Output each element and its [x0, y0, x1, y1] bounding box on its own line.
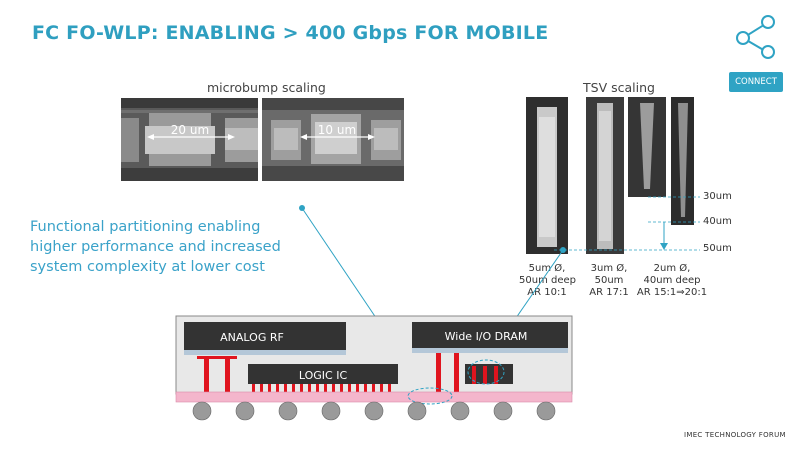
- tsv-depth-40um: 40um: [703, 216, 732, 227]
- logic-ic-label: LOGIC IC: [299, 369, 348, 382]
- tsv-depth-50um: 50um: [703, 243, 732, 254]
- analog-rf-label: ANALOG RF: [220, 331, 284, 344]
- share-icon[interactable]: [731, 14, 781, 60]
- package-cross-section: ANALOG RF Wide I/O DRAM LOGIC IC: [175, 205, 573, 421]
- microbump-20um-image: [121, 98, 258, 181]
- tsv-caption: TSV scaling: [583, 80, 655, 95]
- tsv-caption-2um: 2um Ø, 40um deep AR 15:1⇒20:1: [636, 263, 708, 298]
- microbump-caption: microbump scaling: [207, 80, 326, 95]
- connect-button[interactable]: CONNECT: [729, 72, 783, 92]
- tagline: Functional partitioning enabling higher …: [30, 219, 281, 275]
- footer: IMEC TECHNOLOGY FORUM: [684, 431, 786, 439]
- tsv-caption-3um: 3um Ø, 50um AR 17:1: [589, 263, 629, 298]
- microbump-10um-image: [262, 98, 404, 181]
- tsv-3um-image: [586, 97, 624, 254]
- microbump-pitch-left: 20 um: [171, 123, 209, 137]
- tsv-depth-30um: 30um: [703, 191, 732, 202]
- solder-balls: [192, 401, 556, 421]
- tsv-caption-5um: 5um Ø, 50um deep AR 10:1: [519, 263, 576, 298]
- wide-io-dram-label: Wide I/O DRAM: [445, 330, 528, 343]
- tsv-micrographs: [526, 97, 700, 254]
- slide-title: FC FO-WLP: ENABLING > 400 Gbps FOR MOBIL…: [32, 22, 549, 44]
- tsv-2um-image-b: [671, 97, 694, 225]
- microbump-pitch-right: 10 um: [318, 123, 356, 137]
- tsv-2um-image-a: [628, 97, 666, 197]
- logic-microbumps: [252, 384, 391, 392]
- tsv-5um-image: [526, 97, 568, 254]
- microbump-micrographs: 20 um 10 um: [121, 98, 404, 181]
